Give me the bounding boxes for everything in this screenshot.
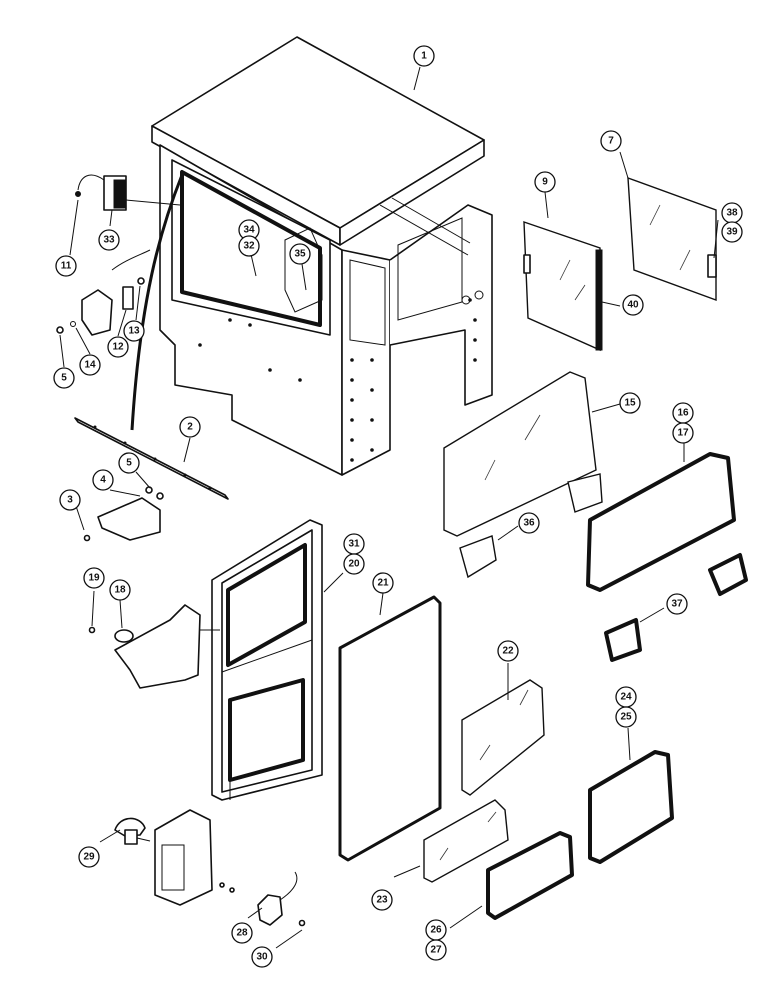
- callout-7: 7: [600, 130, 622, 152]
- svg-text:35: 35: [294, 249, 306, 260]
- callout-32: 32: [238, 235, 260, 257]
- svg-text:26: 26: [430, 925, 442, 936]
- callout-38: 38: [721, 202, 743, 224]
- callout-5-upper: 5: [53, 367, 75, 389]
- callout-13: 13: [123, 320, 145, 342]
- svg-text:23: 23: [376, 895, 388, 906]
- door-frame-part-20: [211, 519, 323, 801]
- svg-text:4: 4: [100, 475, 106, 486]
- svg-text:5: 5: [126, 458, 132, 469]
- svg-text:25: 25: [620, 712, 632, 723]
- svg-text:22: 22: [502, 646, 514, 657]
- callout-33: 33: [98, 229, 120, 251]
- callout-37: 37: [666, 593, 688, 615]
- callout-22: 22: [497, 640, 519, 662]
- svg-text:15: 15: [624, 398, 636, 409]
- svg-text:12: 12: [112, 342, 124, 353]
- svg-text:11: 11: [61, 261, 72, 272]
- svg-text:5: 5: [61, 373, 67, 384]
- callout-11: 11: [55, 255, 77, 277]
- svg-text:21: 21: [377, 578, 389, 589]
- door-handle-housing-part-18: [88, 604, 220, 689]
- svg-text:2: 2: [187, 422, 193, 433]
- svg-text:37: 37: [671, 599, 683, 610]
- callout-5-lower: 5: [118, 452, 140, 474]
- windshield-seal-part-16: [586, 452, 748, 662]
- rear-glass-part-7: [627, 176, 717, 302]
- callout-15: 15: [619, 392, 641, 414]
- mount-bracket-part-4: [83, 486, 164, 542]
- callout-24: 24: [615, 686, 637, 708]
- callout-27: 27: [425, 939, 447, 961]
- latch-assembly-12: [56, 249, 151, 336]
- svg-text:1: 1: [421, 51, 427, 62]
- quarter-glass-part-23: [423, 799, 509, 883]
- callout-17: 17: [672, 422, 694, 444]
- callout-2: 2: [179, 416, 201, 438]
- svg-text:18: 18: [114, 585, 126, 596]
- callout-35: 35: [289, 243, 311, 265]
- callout-4: 4: [92, 469, 114, 491]
- callout-3: 3: [59, 489, 81, 511]
- side-glass-seal-part-21: [338, 595, 442, 862]
- door-glass-part-9: [523, 221, 603, 352]
- callout-14: 14: [79, 354, 101, 376]
- svg-text:9: 9: [542, 177, 548, 188]
- svg-text:20: 20: [348, 559, 360, 570]
- callout-26: 26: [425, 919, 447, 941]
- svg-text:3: 3: [67, 495, 73, 506]
- door-seal-strip: [130, 174, 184, 431]
- svg-text:31: 31: [348, 539, 360, 550]
- callout-34: 34: [238, 219, 260, 241]
- callout-18: 18: [109, 579, 131, 601]
- svg-text:33: 33: [103, 235, 115, 246]
- callout-16: 16: [672, 402, 694, 424]
- svg-text:30: 30: [256, 952, 268, 963]
- leader-lines: [59, 66, 719, 949]
- callout-39: 39: [721, 221, 743, 243]
- quarter-seal-part-26: [486, 831, 574, 920]
- callout-1: 1: [413, 45, 435, 67]
- svg-text:7: 7: [608, 136, 614, 147]
- svg-text:39: 39: [726, 227, 738, 238]
- callout-29: 29: [78, 846, 100, 868]
- windshield-part-15: [443, 371, 603, 579]
- svg-text:24: 24: [620, 692, 632, 703]
- callout-21: 21: [372, 572, 394, 594]
- interior-lamp-part-33: [75, 174, 181, 211]
- trim-strip-part-2: [74, 417, 229, 500]
- callout-9: 9: [534, 171, 556, 193]
- cab-roof: [151, 36, 485, 246]
- svg-text:34: 34: [243, 225, 255, 236]
- svg-text:40: 40: [627, 300, 639, 311]
- callout-19: 19: [83, 567, 105, 589]
- svg-text:19: 19: [88, 573, 100, 584]
- callout-20: 20: [343, 553, 365, 575]
- svg-text:17: 17: [677, 428, 689, 439]
- callout-23: 23: [371, 889, 393, 911]
- door-lock-part-29: [114, 817, 151, 845]
- svg-text:27: 27: [430, 945, 442, 956]
- svg-text:32: 32: [243, 241, 255, 252]
- quarter-seal-part-24: [588, 750, 674, 864]
- callout-12: 12: [107, 336, 129, 358]
- svg-text:29: 29: [83, 852, 95, 863]
- svg-text:13: 13: [128, 326, 140, 337]
- callout-30: 30: [251, 946, 273, 968]
- callout-31: 31: [343, 533, 365, 555]
- callout-28: 28: [231, 922, 253, 944]
- callout-25: 25: [615, 706, 637, 728]
- svg-text:16: 16: [677, 408, 689, 419]
- callout-40: 40: [622, 294, 644, 316]
- door-latch-plate: [154, 809, 306, 927]
- svg-text:36: 36: [523, 518, 535, 529]
- svg-text:28: 28: [236, 928, 248, 939]
- svg-text:38: 38: [726, 208, 738, 219]
- callout-36: 36: [518, 512, 540, 534]
- svg-text:14: 14: [84, 360, 96, 371]
- quarter-glass-part-22: [461, 679, 545, 796]
